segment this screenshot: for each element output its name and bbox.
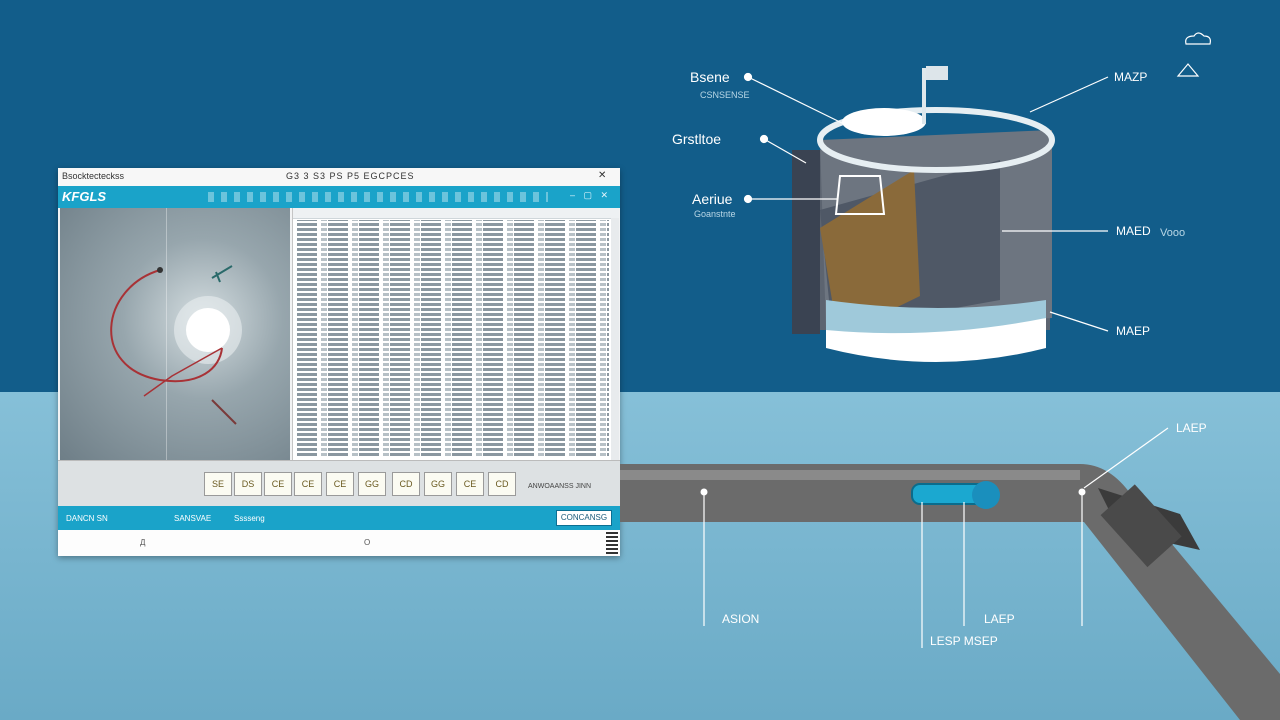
- sketch-thumbnail[interactable]: CD: [392, 472, 420, 496]
- toolbar-icons[interactable]: [208, 192, 548, 202]
- status-button[interactable]: CONCANSG: [556, 510, 612, 526]
- tank-sublabel-lower: Goanstnte: [694, 209, 736, 219]
- tank-label-lower: Aeriue: [692, 191, 733, 207]
- app-logo: KFGLS: [62, 189, 107, 204]
- tank-label-right-bottom: MAEP: [1116, 324, 1151, 338]
- close-icon[interactable]: ✕: [598, 170, 607, 181]
- leader-lines: [703, 72, 1169, 648]
- network-icon: [1176, 63, 1200, 77]
- pipe: [620, 464, 1280, 720]
- pipe-label-bottom-mid: LAEP: [984, 612, 1015, 626]
- lower-bar: Д O: [58, 530, 620, 556]
- pipe-label-bottom-left: ASION: [722, 612, 760, 626]
- table-scrollbar[interactable]: [611, 218, 619, 460]
- table-rows[interactable]: [297, 220, 609, 458]
- tank-label-right-middle: MAED: [1116, 224, 1151, 238]
- sketch-thumbnail[interactable]: GG: [424, 472, 452, 496]
- sketch-thumbnail[interactable]: CE: [294, 472, 322, 496]
- status-item[interactable]: Sssseng: [234, 514, 265, 523]
- cloud-icon: [1185, 32, 1211, 45]
- tank-label-top: Bsene: [690, 69, 730, 85]
- 3d-viewport[interactable]: [60, 208, 290, 460]
- sketch-thumbnail[interactable]: DS: [234, 472, 262, 496]
- window-controls[interactable]: – ▢ ✕: [570, 190, 612, 200]
- sketch-thumbnail[interactable]: SE: [204, 472, 232, 496]
- tank-label-middle: Grstltoe: [672, 131, 722, 147]
- table-header: [293, 208, 619, 219]
- sketch-thumbnail[interactable]: CE: [456, 472, 484, 496]
- sketch-thumbnail[interactable]: CE: [326, 472, 354, 496]
- viewport-guide-line: [166, 208, 167, 460]
- status-bar: DANCN SN SANSVAE Sssseng CONCANSG: [58, 506, 620, 530]
- lower-center-marker: O: [364, 538, 371, 547]
- software-window: Bsocktecteckss G3 3 S3 PS P5 EGCPCES ✕ K…: [58, 168, 620, 556]
- tank-label-right-top: MAZP: [1114, 70, 1148, 84]
- sketch-thumbnail[interactable]: GG: [358, 472, 386, 496]
- window-title: Bsocktecteckss: [62, 171, 125, 181]
- tank: [792, 66, 1055, 362]
- status-item[interactable]: DANCN SN: [66, 514, 108, 523]
- sketch-thumbnail[interactable]: CD: [488, 472, 516, 496]
- title-tools[interactable]: G3 3 S3 PS P5 EGCPCES: [286, 171, 415, 181]
- pipe-label-top: LAEP: [1176, 421, 1207, 435]
- status-item[interactable]: SANSVAE: [174, 514, 212, 523]
- pipe-label-bottom-row: LESP MSEP: [930, 634, 998, 648]
- sketch-thumbnail[interactable]: CE: [264, 472, 292, 496]
- qr-code-icon: [606, 532, 618, 554]
- lower-left-marker: Д: [140, 538, 146, 547]
- ribbon-toolbar: KFGLS – ▢ ✕: [58, 186, 620, 208]
- flag-icon: [926, 66, 948, 80]
- tank-sublabel-right-middle: Vooo: [1160, 227, 1186, 239]
- sketch-caption: ANWOAANSS JINN: [528, 483, 592, 490]
- sketch-toolbar: SE DS CE CE CE GG CD GG CE CD ANWOAANSS …: [58, 460, 620, 507]
- data-table-panel[interactable]: [292, 208, 619, 460]
- tank-sublabel-top: CSNSENSE: [700, 90, 750, 100]
- viewport-model: [110, 265, 242, 425]
- sensor-ball: [972, 481, 1000, 509]
